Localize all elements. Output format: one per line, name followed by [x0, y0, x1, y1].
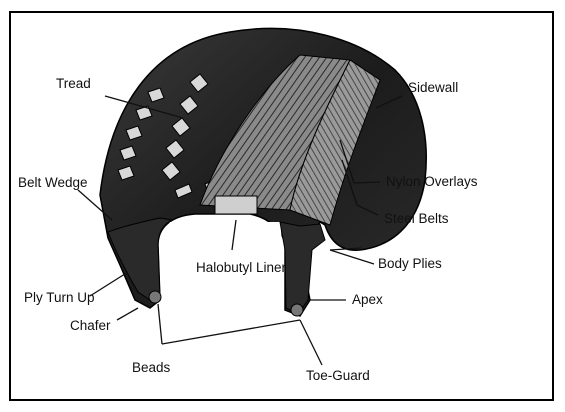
label-beads: Beads	[132, 360, 171, 375]
halobutyl-liner-patch	[215, 196, 257, 214]
left-bead	[149, 291, 161, 303]
label-nylon-overlays: Nylon Overlays	[386, 174, 478, 189]
right-bead	[291, 304, 303, 316]
label-belt-wedge: Belt Wedge	[18, 175, 88, 190]
label-chafer: Chafer	[70, 318, 111, 333]
label-sidewall: Sidewall	[408, 80, 458, 95]
label-halobutyl-liner: Halobutyl Liner	[196, 260, 287, 275]
label-steel-belts: Steel Belts	[384, 211, 449, 226]
label-toe-guard: Toe-Guard	[306, 368, 370, 383]
label-apex: Apex	[352, 292, 383, 307]
label-tread: Tread	[56, 76, 91, 91]
label-body-plies: Body Plies	[378, 256, 442, 271]
label-ply-turn-up: Ply Turn Up	[24, 290, 95, 305]
